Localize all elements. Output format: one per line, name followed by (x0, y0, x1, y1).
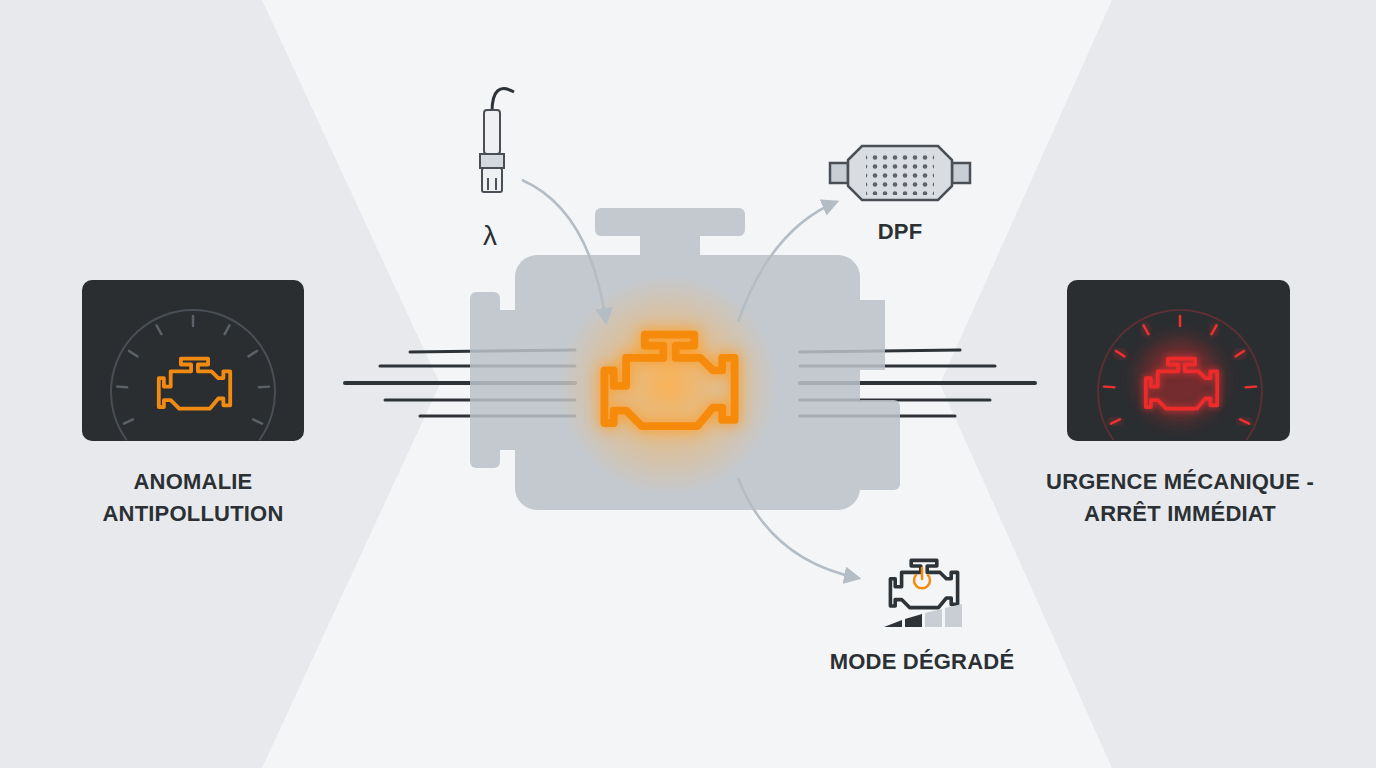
node-label: DPF (840, 216, 960, 248)
gauge-ticks (124, 419, 133, 423)
gauge-ticks (1179, 316, 1182, 326)
engine-silhouette (855, 300, 885, 370)
gauge-ticks (249, 351, 257, 356)
right-dashboard-panel (1067, 280, 1290, 441)
dpf-filter (866, 151, 934, 195)
gauge-ticks (1144, 325, 1149, 334)
degraded-mode-icon (921, 568, 924, 579)
degraded-mode-icon (890, 560, 957, 607)
gauge-ticks (1144, 325, 1149, 334)
gauge-ticks (1104, 385, 1114, 388)
gauge-ticks (1116, 351, 1124, 356)
gauge-ticks (1246, 385, 1256, 388)
node-label-group: ANOMALIE ANTIPOLLUTION (68, 466, 318, 530)
gauge-ticks (1240, 419, 1249, 423)
node-label-group: DPF (840, 216, 960, 248)
dpf-filter (830, 163, 848, 183)
engine-silhouette (470, 208, 900, 510)
gauge-ticks (1116, 351, 1124, 356)
gauge-ticks (1104, 385, 1114, 388)
gauge-ticks (110, 309, 276, 441)
node-label: MODE DÉGRADÉ (802, 646, 1042, 678)
gauge-ticks (1212, 325, 1217, 334)
engine-warning-glow (558, 275, 778, 495)
gauge-ticks (259, 385, 269, 388)
gauge-ticks (1212, 325, 1217, 334)
dpf-filter (952, 163, 970, 183)
node-label-group: λ (460, 220, 520, 252)
node-label: λ (460, 220, 520, 252)
right-dashboard-panel (1067, 280, 1290, 441)
gauge-ticks (1179, 316, 1182, 326)
gauge-ticks (1246, 385, 1256, 388)
gauge-ticks (1236, 351, 1244, 356)
engine-silhouette (855, 400, 900, 490)
lambda-sensor (484, 110, 500, 154)
gauge-ticks (1240, 419, 1249, 423)
dpf-filter (848, 146, 952, 200)
gauge-ticks (1097, 309, 1263, 441)
degraded-mode-icon (905, 614, 922, 627)
flow-arrows (738, 202, 836, 322)
right-dashboard-panel (1146, 359, 1217, 409)
degraded-mode-icon (945, 604, 962, 627)
gauge-ticks (253, 419, 262, 423)
node-label-group: URGENCE MÉCANIQUE - ARRÊT IMMÉDIAT (1034, 466, 1326, 530)
gauge-ticks (1236, 351, 1244, 356)
node-label: ANOMALIE ANTIPOLLUTION (68, 466, 318, 530)
engine-warning-glow (604, 335, 734, 426)
flow-arrows (738, 478, 858, 578)
degraded-mode-icon (884, 620, 902, 627)
lambda-sensor (480, 154, 504, 168)
lambda-sensor (487, 178, 489, 190)
flow-arrows (522, 180, 858, 578)
node-label: URGENCE MÉCANIQUE - ARRÊT IMMÉDIAT (1034, 466, 1326, 530)
engine-warning-glow (604, 335, 734, 426)
gauge-ticks (1111, 419, 1120, 423)
left-dashboard-panel (159, 359, 230, 409)
gauge-ticks (225, 325, 230, 334)
gauge-ticks (110, 309, 276, 441)
gauge-ticks (157, 325, 162, 334)
engine-silhouette (495, 310, 525, 450)
right-dashboard-panel (1146, 359, 1217, 409)
node-label-group: MODE DÉGRADÉ (802, 646, 1042, 678)
gauge-ticks (192, 316, 195, 326)
left-dashboard-panel (82, 280, 304, 441)
lambda-sensor (480, 89, 514, 192)
lambda-sensor (492, 89, 514, 112)
gauge-ticks (1097, 309, 1263, 441)
lambda-sensor (482, 168, 502, 192)
right-dashboard-panel (1140, 340, 1220, 420)
lambda-sensor (495, 178, 497, 190)
engine-silhouette (515, 255, 860, 510)
gauge-ticks (129, 351, 137, 356)
dpf-filter (830, 146, 970, 200)
gauge-ticks (117, 385, 127, 388)
gauge-ticks (1111, 419, 1120, 423)
left-dashboard-panel (82, 280, 304, 441)
engine-warning-glow (558, 275, 778, 495)
degraded-mode-icon (925, 609, 942, 627)
degraded-mode-icon (884, 560, 962, 627)
flow-arrows (522, 180, 606, 322)
